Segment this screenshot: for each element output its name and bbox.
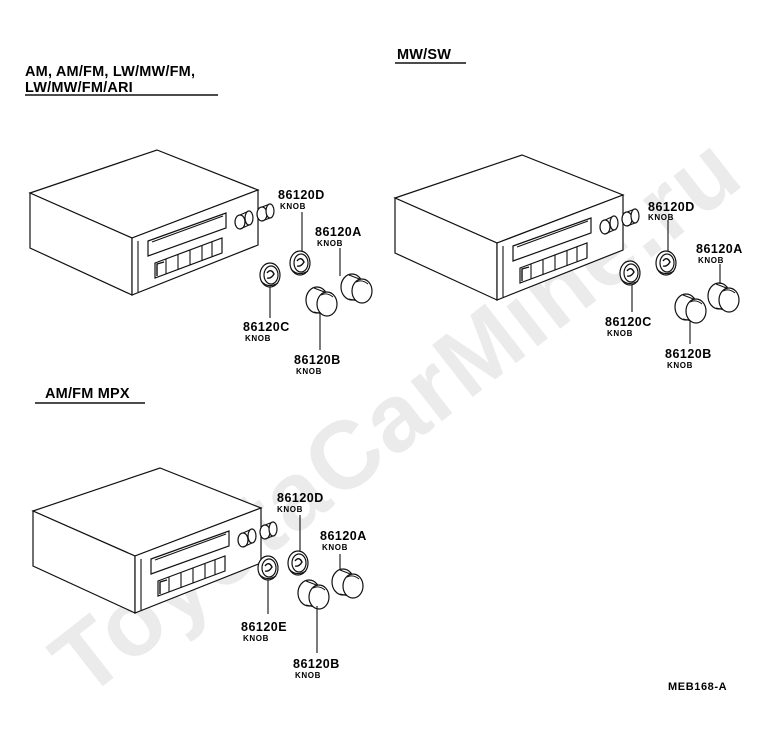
group2-heading: MW/SW bbox=[397, 47, 451, 63]
part-name-label: KNOB bbox=[648, 213, 674, 222]
knob-86120b-illustration bbox=[297, 579, 330, 610]
part-name-label: KNOB bbox=[295, 671, 321, 680]
part-number-label: 86120D bbox=[277, 491, 324, 505]
part-number-label: 86120C bbox=[243, 320, 290, 334]
knob-86120a-illustration bbox=[340, 273, 373, 304]
part-number-label: 86120B bbox=[294, 353, 341, 367]
part-number-label: 86120B bbox=[665, 347, 712, 361]
group3-heading: AM/FM MPX bbox=[45, 386, 130, 402]
group-am-fm: AM, AM/FM, LW/MW/FM, LW/MW/FM/ARI 86120D… bbox=[25, 64, 373, 376]
part-number-label: 86120C bbox=[605, 315, 652, 329]
part-number-label: 86120A bbox=[320, 529, 367, 543]
knob-86120e-illustration bbox=[257, 555, 279, 581]
part-name-label: KNOB bbox=[245, 334, 271, 343]
part-number-label: 86120A bbox=[315, 225, 362, 239]
knob-86120c-illustration bbox=[619, 260, 641, 286]
knob-86120d-illustration bbox=[287, 550, 309, 576]
part-name-label: KNOB bbox=[243, 634, 269, 643]
part-name-label: KNOB bbox=[322, 543, 348, 552]
knob-86120b-illustration bbox=[305, 286, 338, 317]
knob-86120c-illustration bbox=[259, 262, 281, 288]
knob-86120a-illustration bbox=[331, 568, 364, 599]
part-name-label: KNOB bbox=[607, 329, 633, 338]
knob-86120d-illustration bbox=[289, 250, 311, 276]
part-name-label: KNOB bbox=[280, 202, 306, 211]
part-name-label: KNOB bbox=[667, 361, 693, 370]
group1-heading-line2: LW/MW/FM/ARI bbox=[25, 80, 133, 96]
part-name-label: KNOB bbox=[296, 367, 322, 376]
part-name-label: KNOB bbox=[698, 256, 724, 265]
part-number-label: 86120A bbox=[696, 242, 743, 256]
part-number-label: 86120D bbox=[278, 188, 325, 202]
part-name-label: KNOB bbox=[317, 239, 343, 248]
group1-heading-line1: AM, AM/FM, LW/MW/FM, bbox=[25, 64, 195, 80]
knob-86120d-illustration bbox=[655, 250, 677, 276]
radio-unit-illustration bbox=[29, 149, 275, 296]
part-number-label: 86120D bbox=[648, 200, 695, 214]
part-number-label: 86120E bbox=[241, 620, 287, 634]
drawing-code: MEB168-A bbox=[668, 681, 727, 693]
part-name-label: KNOB bbox=[277, 505, 303, 514]
part-number-label: 86120B bbox=[293, 657, 340, 671]
group-mw-sw: MW/SW 86120D KNOB 86120A KNOB 86120C KNO… bbox=[394, 47, 743, 370]
knob-86120b-illustration bbox=[674, 293, 707, 324]
group-am-fm-mpx: AM/FM MPX 86120D KNOB 86120A KNOB 86120E… bbox=[32, 386, 367, 680]
knob-86120a-illustration bbox=[707, 282, 740, 313]
